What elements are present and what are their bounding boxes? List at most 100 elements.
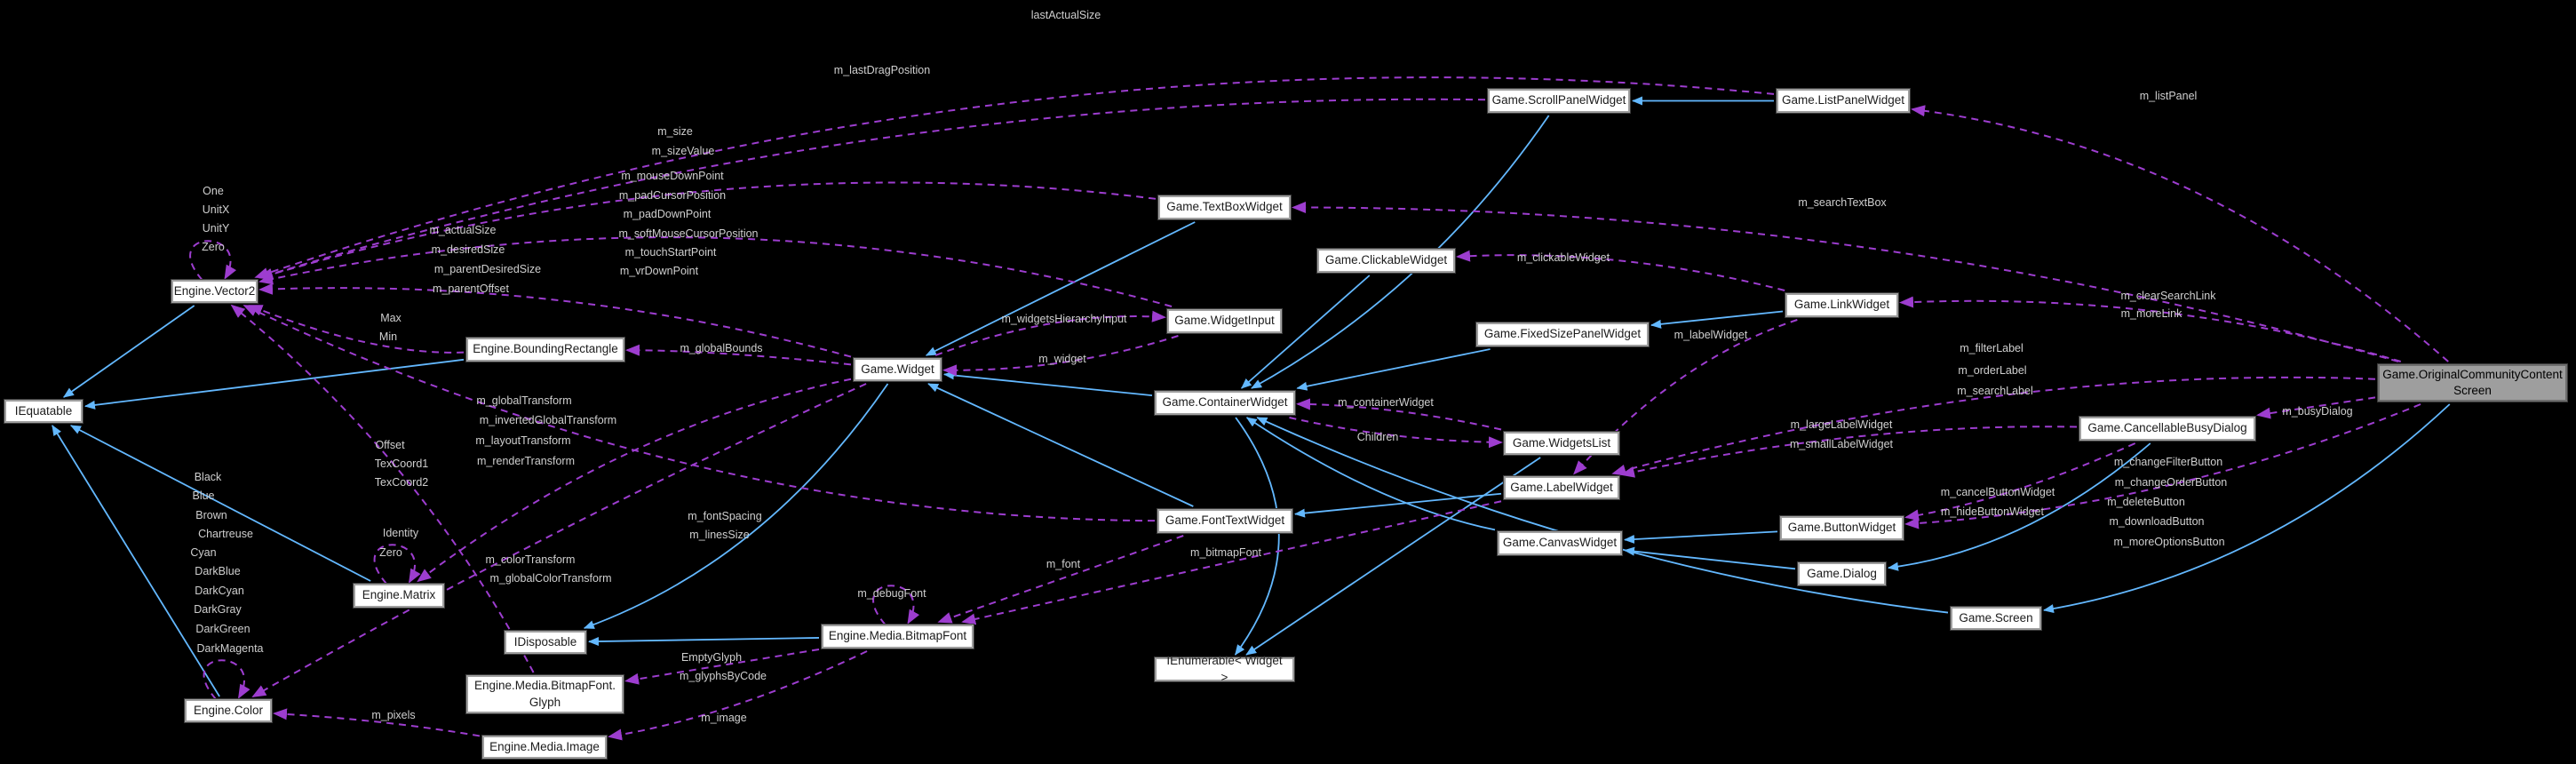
edge-label: m_sizeValue bbox=[651, 145, 715, 157]
edge-label: Identity bbox=[382, 527, 419, 539]
edge-label: Zero bbox=[202, 241, 225, 253]
class-node-canvaswidget[interactable]: Game.CanvasWidget bbox=[1497, 530, 1623, 556]
edge-label: Blue bbox=[192, 489, 215, 502]
edge-label: UnitX bbox=[202, 203, 230, 216]
usage-edge bbox=[934, 310, 1166, 356]
class-node-dialog[interactable]: Game.Dialog bbox=[1797, 561, 1887, 586]
usage-edge bbox=[258, 98, 1486, 280]
edge-label: m_padDownPoint bbox=[623, 208, 712, 220]
inheritance-edge bbox=[1245, 457, 1541, 656]
edge-label: One bbox=[203, 185, 224, 197]
edge-label: DarkGreen bbox=[195, 623, 250, 635]
edge-label: m_hideButtonWidget bbox=[1940, 505, 2045, 518]
class-node-labelwidget[interactable]: Game.LabelWidget bbox=[1503, 475, 1620, 500]
inheritance-edge bbox=[943, 370, 1153, 397]
class-node-matrix[interactable]: Engine.Matrix bbox=[353, 583, 445, 609]
edge-label: m_font bbox=[1046, 558, 1081, 570]
edge-label: m_downloadButton bbox=[2109, 515, 2205, 528]
edge-label: m_moreOptionsButton bbox=[2113, 536, 2225, 548]
class-node-widget[interactable]: Game.Widget bbox=[853, 357, 942, 382]
class-node-buttonwidget[interactable]: Game.ButtonWidget bbox=[1779, 515, 1904, 541]
edge-label: m_globalBounds bbox=[680, 342, 763, 354]
edge-label: m_glyphsByCode bbox=[680, 670, 767, 682]
class-node-iequatable[interactable]: IEquatable bbox=[4, 399, 83, 424]
class-node-boundrect[interactable]: Engine.BoundingRectangle bbox=[465, 337, 625, 362]
usage-edge bbox=[242, 305, 1156, 522]
edge-label: m_cancelButtonWidget bbox=[1940, 486, 2055, 498]
edge-label: m_lastDragPosition bbox=[833, 64, 931, 76]
usage-edge bbox=[872, 585, 920, 625]
usage-edge bbox=[608, 650, 868, 741]
usage-edge bbox=[230, 304, 535, 673]
usage-edge bbox=[942, 335, 1179, 377]
usage-edge bbox=[189, 240, 237, 281]
class-node-widgetslist[interactable]: Game.WidgetsList bbox=[1503, 431, 1620, 456]
edge-label: m_globalColorTransform bbox=[489, 572, 612, 585]
inheritance-edge bbox=[84, 358, 465, 410]
usage-edge bbox=[254, 76, 1775, 279]
inheritance-edge bbox=[1234, 417, 1280, 656]
inheritance-edge bbox=[1650, 310, 1784, 329]
class-node-fonttext[interactable]: Game.FontTextWidget bbox=[1157, 508, 1293, 534]
edge-label: DarkGray bbox=[194, 603, 242, 616]
inheritance-edge bbox=[925, 221, 1196, 356]
edge-label: m_padCursorPosition bbox=[618, 189, 727, 202]
edge-label: lastActualSize bbox=[1030, 9, 1101, 21]
class-node-clickable[interactable]: Game.ClickableWidget bbox=[1316, 248, 1456, 274]
class-node-idisposable[interactable]: IDisposable bbox=[504, 630, 587, 655]
edge-label: m_renderTransform bbox=[477, 455, 575, 467]
class-node-color[interactable]: Engine.Color bbox=[184, 698, 273, 723]
usage-edge bbox=[417, 378, 852, 583]
inheritance-edge bbox=[1624, 546, 1796, 570]
edge-label: m_changeFilterButton bbox=[2113, 456, 2223, 468]
edge-label: m_actualSize bbox=[429, 224, 497, 236]
edge-label: m_globalTransform bbox=[476, 394, 572, 407]
class-node-ienumerable[interactable]: IEnumerable< Widget > bbox=[1154, 654, 1295, 684]
class-node-glyph[interactable]: Engine.Media.BitmapFont. Glyph bbox=[465, 674, 624, 714]
edge-label: m_searchLabel bbox=[1957, 385, 2033, 397]
inheritance-edge bbox=[69, 425, 371, 582]
edge-label: m_colorTransform bbox=[485, 553, 576, 566]
class-node-widgetinput[interactable]: Game.WidgetInput bbox=[1166, 308, 1283, 334]
class-node-textbox[interactable]: Game.TextBoxWidget bbox=[1157, 195, 1292, 220]
edge-label: m_vrDownPoint bbox=[619, 265, 699, 277]
usage-edge bbox=[373, 544, 421, 585]
class-node-listpanel[interactable]: Game.ListPanelWidget bbox=[1776, 88, 1911, 114]
inheritance-edge bbox=[1624, 530, 1778, 544]
inheritance-edge bbox=[927, 383, 1194, 507]
edge-label: m_smallLabelWidget bbox=[1789, 438, 1894, 450]
usage-edge bbox=[1296, 398, 1502, 431]
edge-label: m_pixels bbox=[371, 709, 416, 721]
usage-edge bbox=[1292, 201, 2399, 362]
edge-label: m_fontSpacing bbox=[688, 510, 762, 522]
edge-label: Children bbox=[1356, 431, 1399, 443]
edge-label: TexCoord1 bbox=[374, 458, 429, 470]
edge-label: m_parentOffset bbox=[433, 283, 509, 295]
class-node-occs: Game.OriginalCommunityContent Screen bbox=[2377, 363, 2568, 402]
edge-label: Cyan bbox=[190, 546, 217, 559]
usage-edge bbox=[625, 344, 852, 366]
edge-label: Max bbox=[380, 312, 402, 324]
inheritance-edge bbox=[1294, 492, 1502, 518]
usage-edge bbox=[1911, 105, 2449, 362]
class-node-vector2[interactable]: Engine.Vector2 bbox=[171, 279, 258, 304]
usage-edge bbox=[258, 181, 1157, 280]
inheritance-edge bbox=[2043, 403, 2451, 614]
edge-label: m_bitmapFont bbox=[1190, 546, 1261, 559]
edge-label: Black bbox=[194, 471, 222, 483]
class-node-image[interactable]: Engine.Media.Image bbox=[481, 735, 608, 760]
class-node-fixedsize[interactable]: Game.FixedSizePanelWidget bbox=[1475, 322, 1650, 347]
class-node-screen[interactable]: Game.Screen bbox=[1950, 606, 2042, 631]
usage-edge bbox=[251, 383, 867, 697]
usage-edge bbox=[1456, 250, 1785, 291]
edge-label: m_busyDialog bbox=[2282, 405, 2353, 418]
inheritance-edge bbox=[588, 637, 820, 647]
class-node-linkwidget[interactable]: Game.LinkWidget bbox=[1785, 292, 1899, 318]
class-node-bitmapfont[interactable]: Engine.Media.BitmapFont bbox=[821, 624, 974, 649]
class-node-scrollpanel[interactable]: Game.ScrollPanelWidget bbox=[1487, 88, 1631, 114]
edge-label: m_moreLink bbox=[2120, 307, 2182, 320]
class-node-containerwidget[interactable]: Game.ContainerWidget bbox=[1154, 390, 1296, 416]
class-node-cancellable[interactable]: Game.CancellableBusyDialog bbox=[2079, 416, 2256, 442]
usage-edge bbox=[1904, 403, 2421, 529]
